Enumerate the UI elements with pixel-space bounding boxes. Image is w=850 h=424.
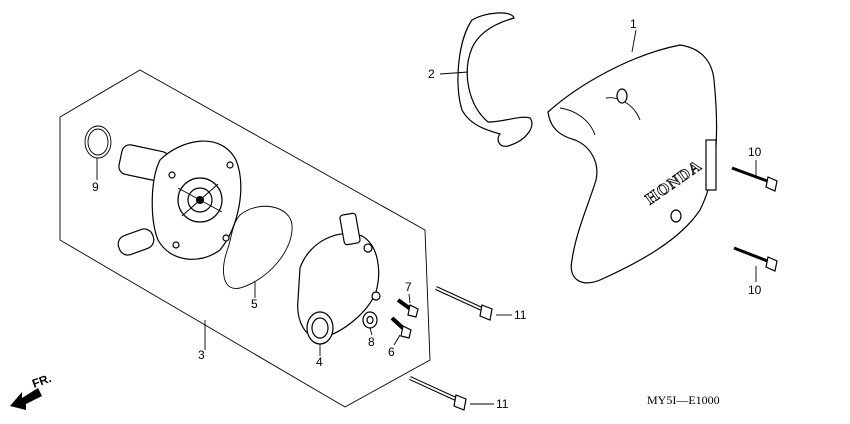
callout-9: 9	[92, 180, 99, 194]
callout-8: 8	[368, 335, 375, 349]
bracket-part	[457, 12, 533, 147]
callout-11-upper: 11	[514, 308, 527, 322]
drawing-code: MY5I—E1000	[647, 393, 720, 407]
callout-7: 7	[405, 280, 412, 294]
callout-10-upper: 10	[748, 145, 762, 159]
long-bolt-lower-part	[409, 376, 467, 411]
small-bolt-6-part	[390, 316, 412, 339]
cover-part: HONDA	[547, 44, 718, 284]
cover-bolt-lower-part	[733, 246, 778, 272]
callout-1: 1	[630, 17, 637, 31]
callout-6: 6	[388, 345, 395, 359]
washer-part	[362, 311, 378, 329]
front-direction-label: FR.	[30, 371, 53, 391]
callout-4: 4	[316, 355, 323, 369]
front-direction-arrow-icon	[10, 388, 42, 410]
callout-2: 2	[428, 67, 435, 81]
small-bolt-7-part	[396, 298, 419, 318]
long-bolt-upper-part	[435, 286, 493, 321]
pump-cover-part	[297, 212, 381, 345]
o-ring-part	[84, 125, 112, 159]
cover-bolt-upper-part	[731, 166, 778, 192]
water-pump-part	[117, 140, 242, 260]
callout-11-lower: 11	[496, 397, 509, 411]
callout-5: 5	[251, 297, 258, 311]
callout-3: 3	[198, 348, 205, 362]
assembly-outline	[59, 69, 431, 408]
gasket-part	[223, 205, 293, 289]
callout-10-lower: 10	[748, 283, 762, 297]
leader-lines	[96, 29, 757, 405]
